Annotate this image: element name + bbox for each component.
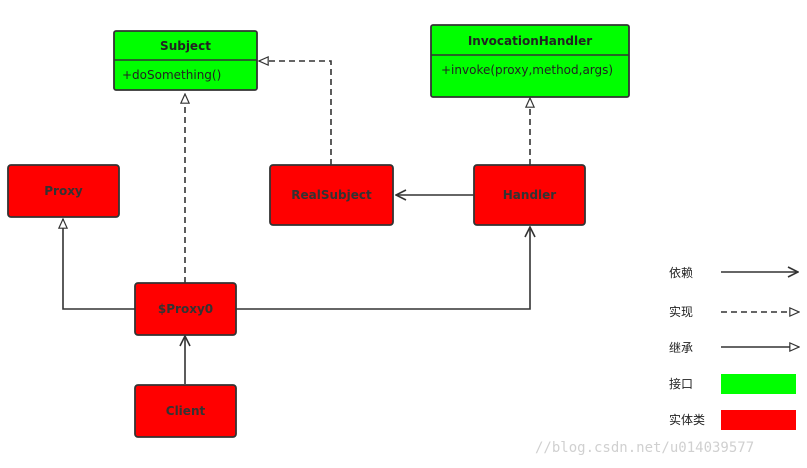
subject-interface-box: Subject +doSomething() [113, 30, 258, 91]
legend-interface-swatch [721, 374, 796, 394]
proxy0-depends-handler-line [236, 227, 530, 310]
handler-class-box: Handler [473, 164, 586, 226]
proxy0-class-box: $Proxy0 [134, 282, 237, 336]
legend-interface-label: 接口 [669, 376, 693, 391]
legend-entity-label: 实体类 [669, 412, 705, 427]
legend-dependency-label: 依赖 [669, 265, 693, 280]
proxy0-extends-proxy-line [63, 219, 135, 310]
realsubject-class-box: RealSubject [269, 164, 394, 226]
legend: 依赖 实现 继承 接口 实体类 [669, 265, 799, 430]
client-class-box: Client [134, 384, 237, 438]
subject-title: Subject [160, 39, 211, 53]
legend-entity-swatch [721, 410, 796, 430]
subject-method: +doSomething() [122, 68, 221, 82]
proxy-class-box: Proxy [7, 164, 120, 218]
realsubject-implements-subject-line [259, 61, 332, 165]
client-label: Client [166, 404, 206, 418]
invocationhandler-title: InvocationHandler [468, 34, 592, 48]
legend-inheritance-label: 继承 [669, 341, 693, 355]
legend-realization-label: 实现 [669, 304, 693, 319]
blog-watermark: //blog.csdn.net/u014039577 [535, 440, 754, 456]
handler-label: Handler [503, 188, 557, 202]
proxy0-label: $Proxy0 [158, 302, 213, 316]
proxy-label: Proxy [44, 184, 83, 198]
invocationhandler-method: +invoke(proxy,method,args) [441, 63, 613, 77]
invocationhandler-interface-box: InvocationHandler +invoke(proxy,method,a… [430, 24, 630, 98]
realsubject-label: RealSubject [291, 188, 372, 202]
